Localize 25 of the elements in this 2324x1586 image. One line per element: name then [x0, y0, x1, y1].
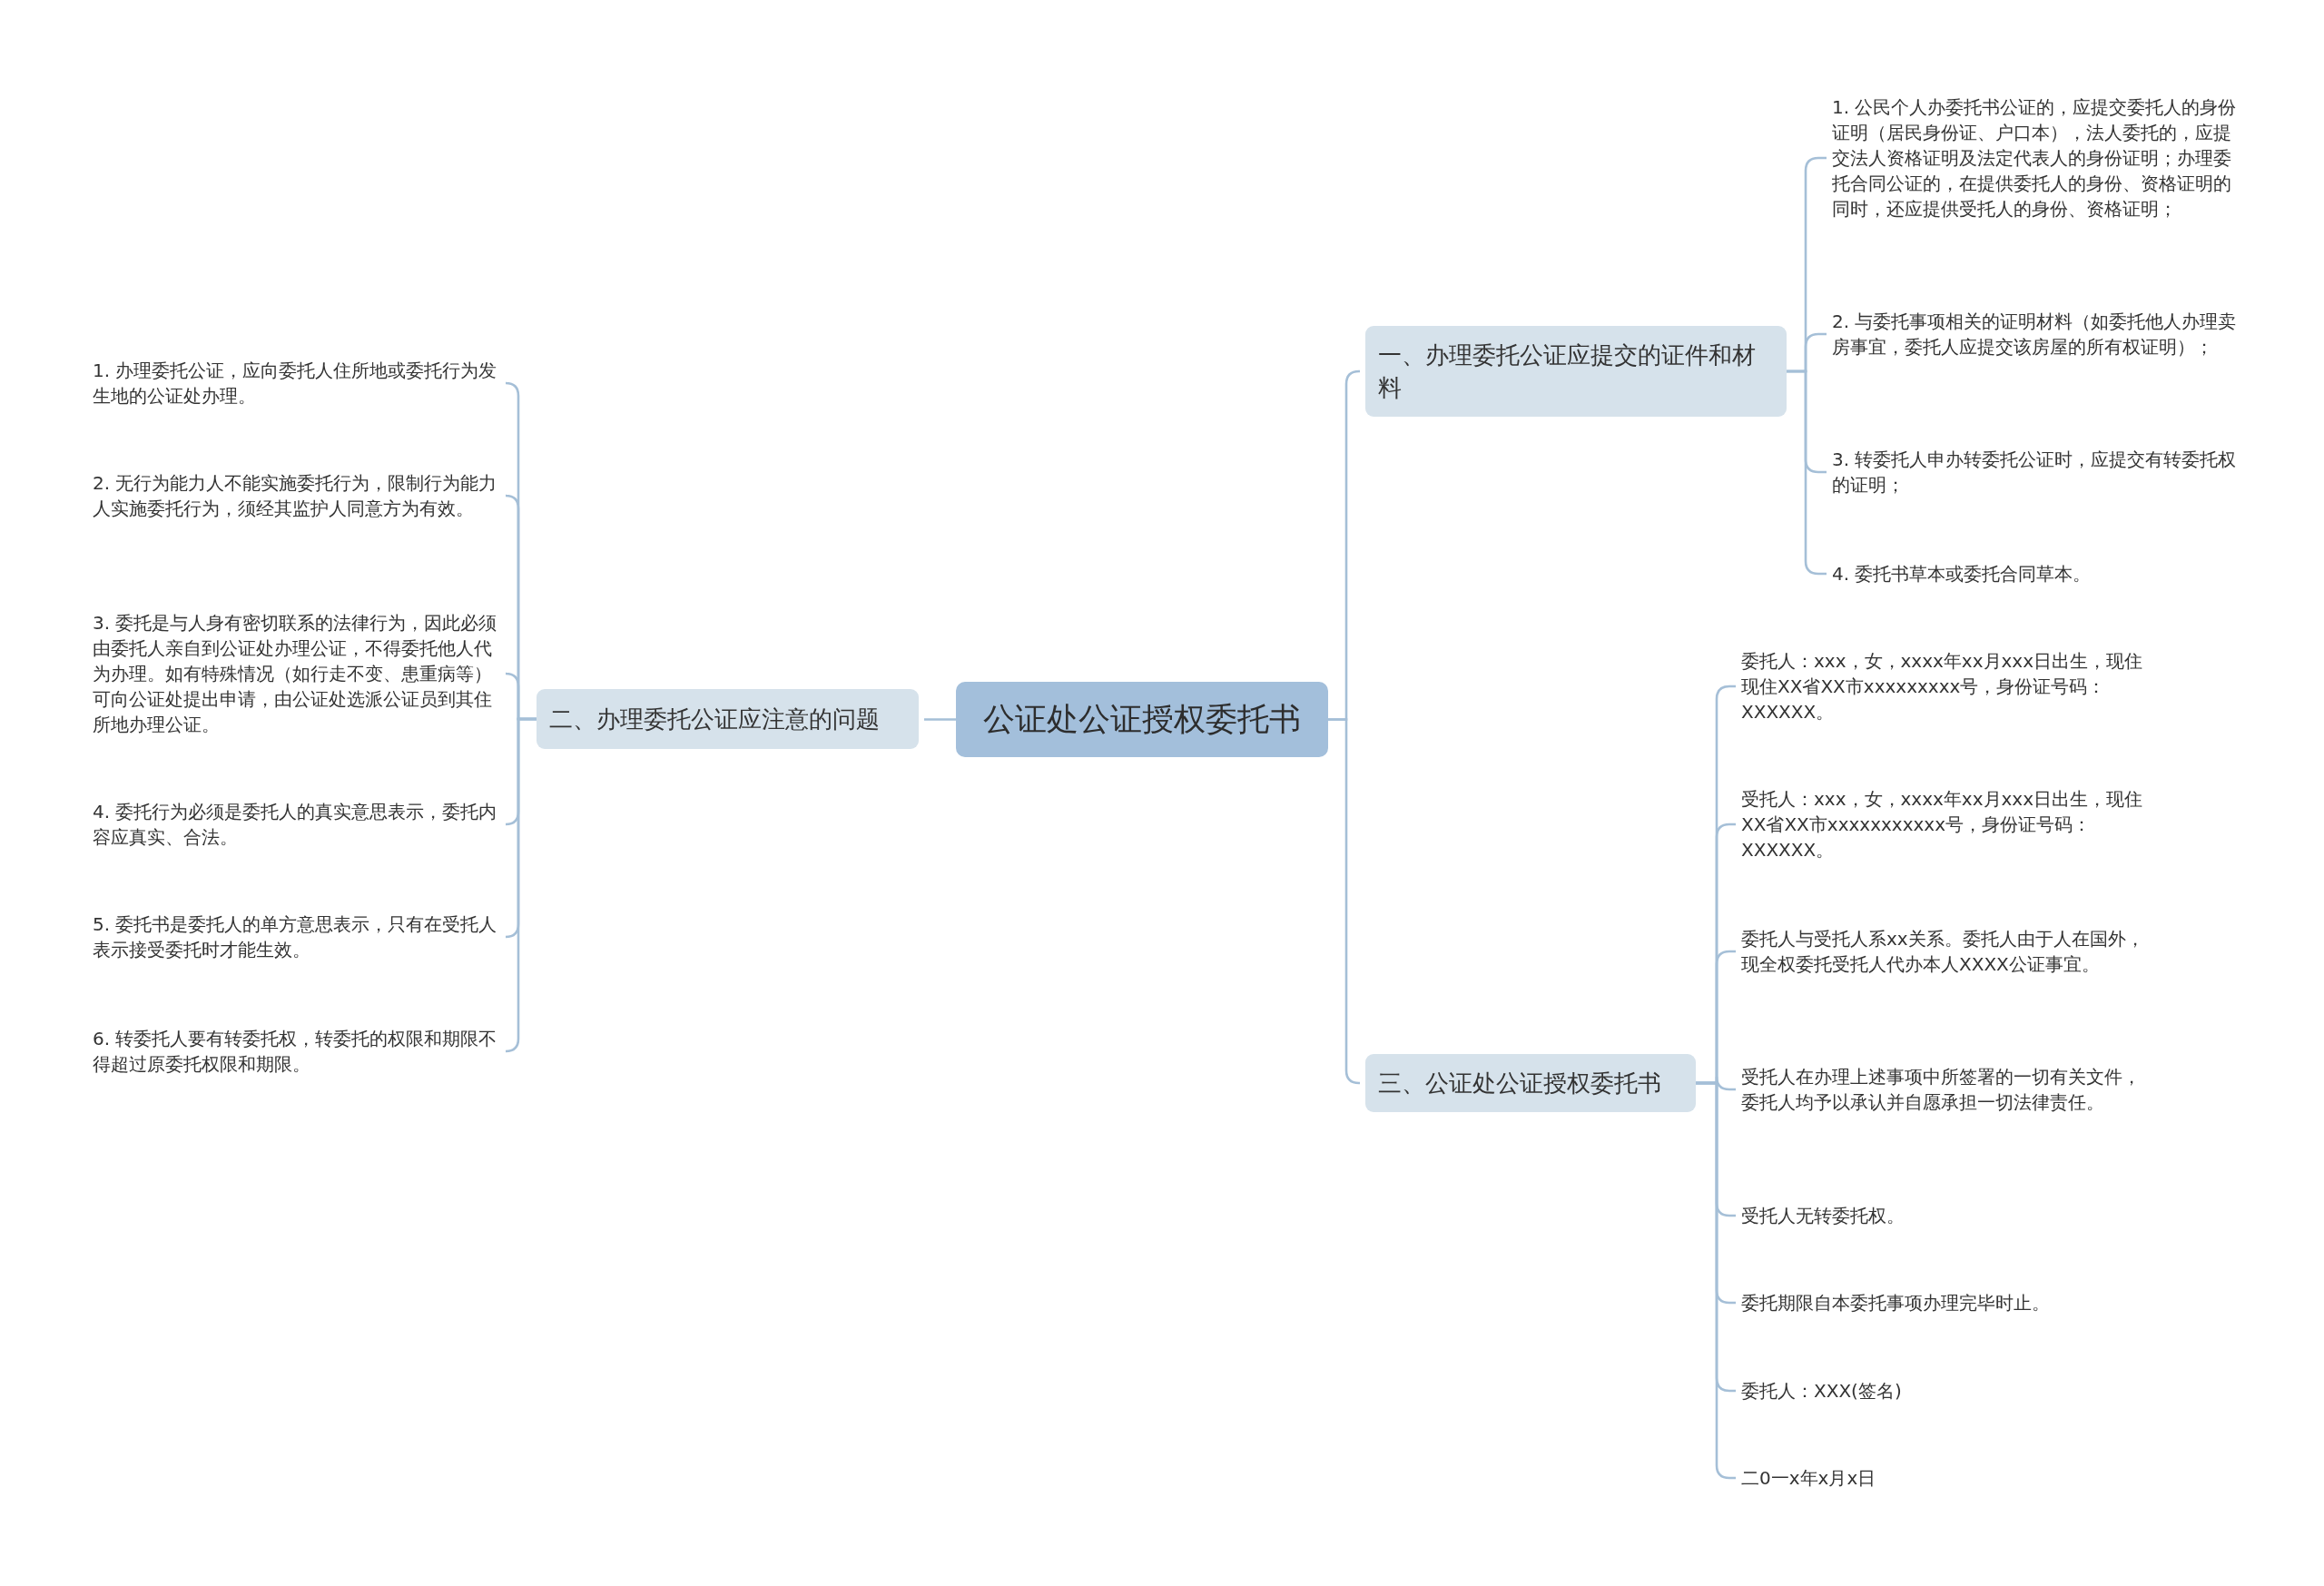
subtopic-text: 委托人：XXX(签名) [1741, 1378, 2146, 1404]
topic-box: 一、办理委托公证应提交的证件和材料 [1365, 326, 1787, 417]
topic-box: 二、办理委托公证应注意的问题 [537, 689, 919, 749]
subtopic-text: 5. 委托书是委托人的单方意思表示，只有在受托人表示接受委托时才能生效。 [93, 911, 501, 962]
connector-line [1328, 718, 1361, 1085]
topic-box: 三、公证处公证授权委托书 [1365, 1054, 1696, 1112]
connector-line [924, 718, 956, 721]
subtopic-text: 1. 公民个人办委托书公证的，应提交委托人的身份证明（居民身份证、户口本），法人委托的，应提交法人资格证明及法定代表人的身份证明；办理委托合同公证的，在提供委托人的身份、资格证明的同时，还应提供受托人的身份、资格证明； [1832, 94, 2237, 222]
subtopic-text: 受托人无转委托权。 [1741, 1203, 2146, 1228]
subtopic-text: 1. 办理委托公证，应向委托人住所地或委托行为发生地的公证处办理。 [93, 358, 501, 409]
subtopic-text: 2. 与委托事项相关的证明材料（如委托他人办理卖房事宜，委托人应提交该房屋的所有权证明）； [1832, 309, 2237, 360]
subtopic-text: 6. 转委托人要有转委托权，转委托的权限和期限不得超过原委托权限和期限。 [93, 1026, 501, 1077]
subtopic-text: 二0一x年x月x日 [1741, 1465, 2146, 1491]
subtopic-text: 受托人：xxx，女，xxxx年xx月xxx日出生，现住XX省XX市xxxxxxxxxxx号，身份证号码：XXXXXX。 [1741, 786, 2146, 862]
subtopic-text: 3. 委托是与人身有密切联系的法律行为，因此必须由委托人亲自到公证处办理公证，不得委托他人代为办理。如有特殊情况（如行走不变、患重病等）可向公证处提出申请，由公证处选派公证员到其住所地办理公证。 [93, 610, 501, 737]
central-topic-box: 公证处公证授权委托书 [956, 682, 1328, 757]
subtopic-text: 委托人：xxx，女，xxxx年xx月xxx日出生，现住现住XX省XX市xxxxxxxxx号，身份证号码：XXXXXX。 [1741, 648, 2146, 724]
connector-line [504, 717, 537, 1053]
subtopic-text: 委托人与受托人系xx关系。委托人由于人在国外，现全权委托受托人代办本人XXXX公证事宜。 [1741, 926, 2146, 977]
subtopic-text: 2. 无行为能力人不能实施委托行为，限制行为能力人实施委托行为，须经其监护人同意方为有效。 [93, 470, 501, 521]
subtopic-text: 受托人在办理上述事项中所签署的一切有关文件，委托人均予以承认并自愿承担一切法律责任。 [1741, 1064, 2146, 1115]
subtopic-text: 4. 委托行为必须是委托人的真实意思表示，委托内容应真实、合法。 [93, 799, 501, 850]
subtopic-text: 3. 转委托人申办转委托公证时，应提交有转委托权的证明； [1832, 447, 2237, 497]
subtopic-text: 4. 委托书草本或委托合同草本。 [1832, 561, 2237, 586]
subtopic-text: 委托期限自本委托事项办理完毕时止。 [1741, 1290, 2146, 1315]
